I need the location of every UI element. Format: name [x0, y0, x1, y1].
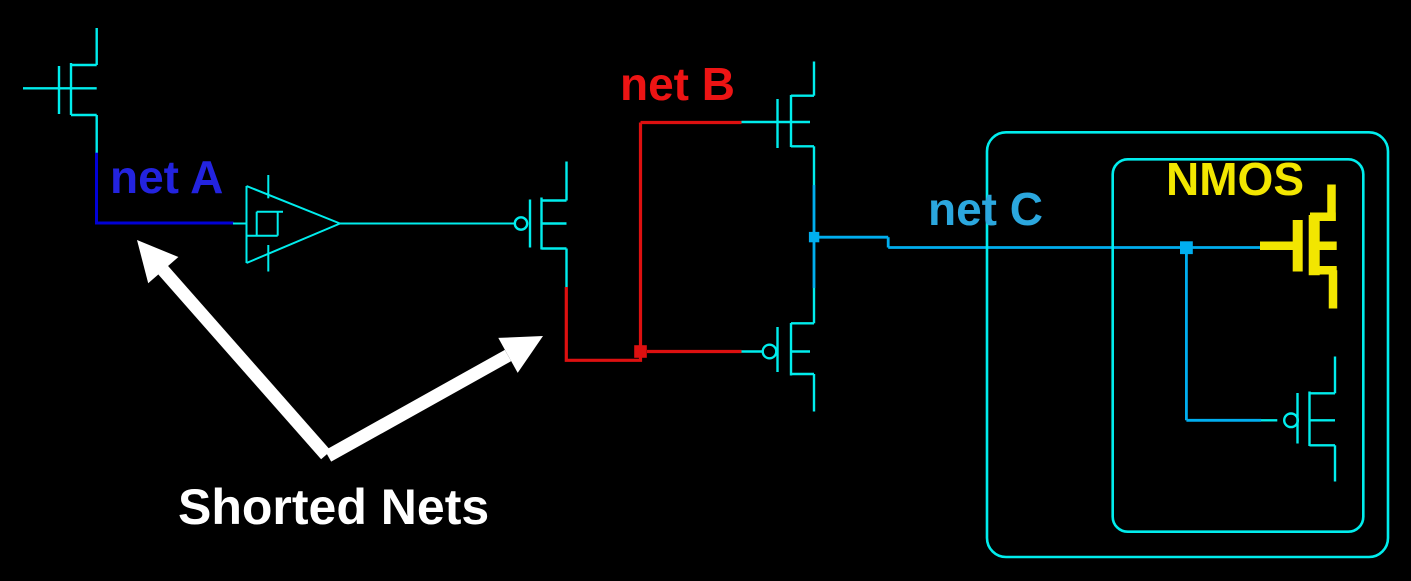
shorted-nets-annotation: Shorted Nets: [178, 479, 490, 535]
nmos4-transistor-upper-right: [741, 61, 816, 185]
net-b-label: net B: [620, 58, 735, 110]
pmos4-transistor-inner: [1261, 356, 1337, 482]
arrow-head-left: [137, 240, 179, 284]
pmos4-transistor-middle: [513, 161, 568, 287]
shorted-nets-arrow-right: [324, 336, 543, 462]
shorted-nets-arrow-left: [137, 240, 331, 460]
nmos4-transistor-top-left: [23, 28, 98, 153]
net-a-wire: [95, 152, 234, 225]
net-b-wire: [564, 120, 742, 362]
hierarchy-block-inner: [1111, 158, 1365, 533]
net-c-junction-dot-left: [808, 231, 820, 243]
net-c-wire: [808, 185, 1261, 422]
arrow-head-right: [498, 336, 543, 373]
nmos-label: NMOS: [1166, 153, 1304, 205]
net-b-junction-dot: [634, 345, 647, 358]
buffer-symbol: [233, 175, 515, 272]
pmos4-transistor-lower-right: [741, 288, 816, 412]
net-c-junction-dot-right: [1180, 241, 1193, 255]
nmos-transistor-highlighted: [1260, 184, 1338, 309]
hierarchy-block-outer: [985, 131, 1390, 559]
net-a-label: net A: [110, 151, 224, 203]
net-c-label: net C: [928, 183, 1043, 235]
